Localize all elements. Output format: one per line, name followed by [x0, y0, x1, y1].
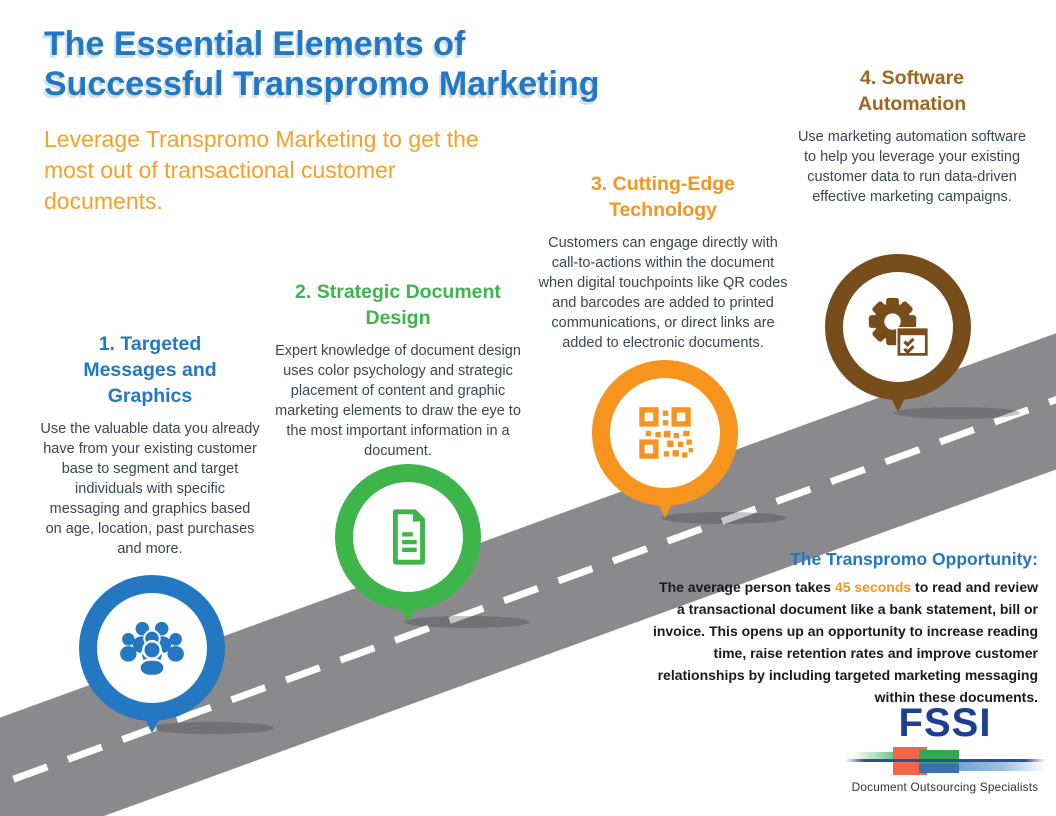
- map-pin-targeted-messages: [79, 575, 225, 733]
- page-title: The Essential Elements of Successful Tra…: [44, 25, 600, 103]
- opportunity-body: The average person takes 45 seconds to r…: [620, 576, 1038, 708]
- step-body: Use marketing automation software to hel…: [797, 129, 1027, 205]
- logo-stripe: [845, 746, 1045, 776]
- opportunity-body-after: to read and review a transactional docum…: [652, 579, 1038, 705]
- opportunity-heading: The Transpromo Opportunity:: [790, 549, 1038, 569]
- pin-circle: [592, 360, 738, 506]
- pin-shadow: [148, 722, 274, 734]
- pin-circle: [825, 254, 971, 400]
- step-software-automation: 4. Software Automation Use marketing aut…: [776, 65, 1048, 207]
- people-group-icon: [120, 621, 184, 676]
- map-pin-software-automation: [825, 254, 971, 412]
- step-targeted-messages: 1. Targeted Messages and Graphics Use th…: [28, 331, 272, 559]
- gear-checklist-icon: [868, 297, 929, 358]
- step-heading: 2. Strategic Document Design: [295, 281, 501, 329]
- qr-code-icon: [639, 407, 693, 459]
- logo-stripe-navy-line: [845, 759, 1045, 762]
- opportunity-body-before: The average person takes: [659, 579, 835, 595]
- logo-stripe-blue-bar: [940, 762, 1045, 771]
- step-body: Customers can engage directly with call-…: [538, 235, 788, 351]
- document-icon: [392, 509, 425, 565]
- fssi-logo: FSSI Document Outsourcing Specialists: [845, 702, 1045, 794]
- step-body: Use the valuable data you already have f…: [40, 421, 260, 557]
- map-pin-cutting-edge-technology: [592, 360, 738, 518]
- pin-circle: [335, 464, 481, 610]
- logo-wordmark: FSSI: [898, 701, 992, 745]
- pin-shadow: [404, 616, 530, 628]
- step-heading: 3. Cutting-Edge Technology: [590, 173, 736, 221]
- pin-circle: [79, 575, 225, 721]
- pin-shadow: [894, 407, 1020, 419]
- page-subtitle: Leverage Transpromo Marketing to get the…: [44, 126, 479, 214]
- pin-shadow: [661, 512, 787, 524]
- opportunity-highlight: 45 seconds: [834, 579, 912, 595]
- step-heading: 1. Targeted Messages and Graphics: [83, 333, 217, 407]
- map-pin-strategic-document-design: [335, 464, 481, 622]
- step-heading: 4. Software Automation: [857, 67, 967, 115]
- transpromo-opportunity: The Transpromo Opportunity: The average …: [620, 549, 1038, 708]
- step-strategic-document-design: 2. Strategic Document Design Expert know…: [262, 279, 534, 461]
- logo-tagline: Document Outsourcing Specialists: [851, 780, 1039, 794]
- step-body: Expert knowledge of document design uses…: [275, 343, 521, 459]
- logo-stripe-blue-core: [919, 764, 959, 773]
- step-cutting-edge-technology: 3. Cutting-Edge Technology Customers can…: [527, 171, 799, 353]
